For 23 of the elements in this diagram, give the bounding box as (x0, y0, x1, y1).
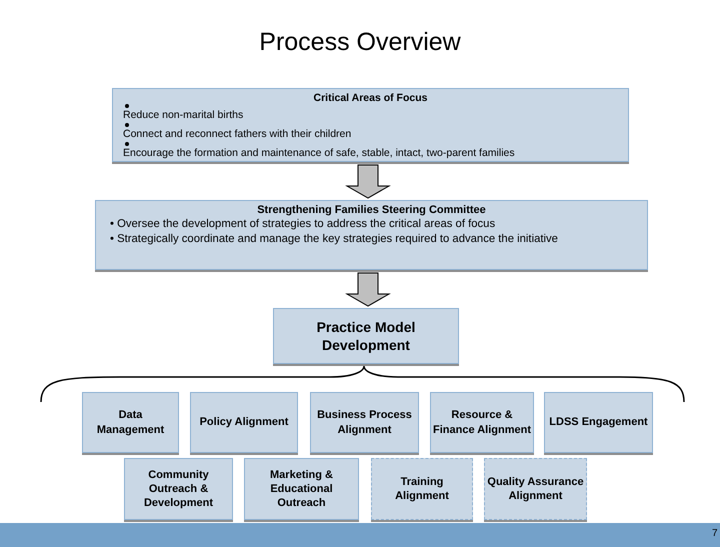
process-box: Training Alignment (371, 458, 473, 520)
slide-title: Process Overview (258, 28, 462, 57)
panel-heading: Strengthening Families Steering Committee (256, 204, 487, 216)
process-box: Community Outreach & Development (124, 458, 233, 520)
process-box: LDSS Engagement (544, 392, 653, 453)
block-arrow (345, 164, 391, 199)
panel-heading: Critical Areas of Focus (312, 92, 428, 104)
process-box: Policy Alignment (190, 392, 298, 453)
bullet-text: • Oversee the development of strategies to address the critical areas of focus (110, 217, 496, 232)
bullet-text: • Strategically coordinate and manage the key strategies required to advance the initiative (110, 232, 559, 248)
process-box: Resource & Finance Alignment (430, 392, 534, 453)
process-box: Quality Assurance Alignment (484, 458, 587, 520)
bullet-text: Encourage the formation and maintenance of safe, stable, intact, two-parent families (123, 146, 516, 161)
text-panel (95, 200, 648, 270)
process-box: Data Management (82, 392, 179, 453)
bullet-text: Connect and reconnect fathers with their children (123, 126, 352, 142)
process-box: Business Process Alignment (310, 392, 419, 453)
process-box: Practice Model Development (273, 308, 459, 364)
process-box: Marketing & Educational Outreach (244, 458, 359, 520)
text-panel (112, 88, 629, 162)
page-number: 7 (712, 528, 718, 539)
block-arrow (345, 272, 391, 307)
bullet-text: Reduce non-marital births (123, 108, 244, 123)
